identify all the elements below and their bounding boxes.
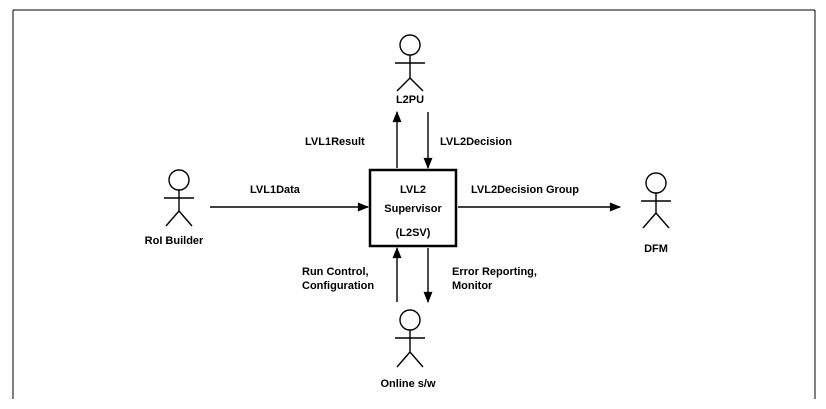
label-lvl2decision-group: LVL2Decision Group (471, 184, 579, 196)
supervisor-line2: Supervisor (384, 203, 442, 215)
label-run-control-2: Configuration (302, 280, 374, 292)
label-lvl2decision: LVL2Decision (440, 136, 512, 148)
actor-dfm-icon (641, 172, 671, 229)
supervisor-box (368, 168, 458, 248)
actor-dfm-label: DFM (644, 243, 668, 255)
supervisor-line3: (L2SV) (396, 227, 431, 239)
label-error-reporting-2: Monitor (452, 280, 493, 292)
actor-l2pu-label: L2PU (396, 94, 424, 106)
label-lvl1result: LVL1Result (305, 136, 365, 148)
actor-online-sw-label: Online s/w (380, 378, 435, 390)
label-run-control-1: Run Control, (302, 266, 369, 278)
actor-roi-builder-label: RoI Builder (145, 235, 204, 247)
label-lvl1data: LVL1Data (250, 184, 301, 196)
label-error-reporting-1: Error Reporting, (452, 266, 537, 278)
actor-l2pu-icon (395, 34, 425, 92)
actor-roi-builder-icon (164, 169, 194, 227)
supervisor-line1: LVL2 (400, 184, 426, 196)
actor-online-sw-icon (395, 309, 425, 368)
